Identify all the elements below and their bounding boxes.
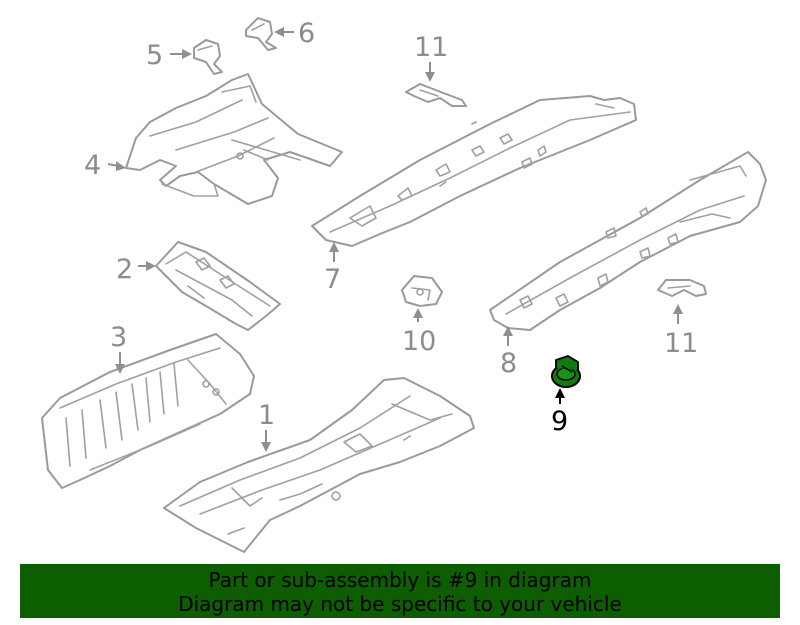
part-1-floor-pan: [163, 377, 475, 553]
callout-11-right-label: 11: [664, 328, 698, 359]
callout-10-label: 10: [402, 326, 436, 357]
callout-5-label: 5: [146, 40, 163, 71]
part-6-clip: [245, 17, 277, 51]
part-10-clip: [401, 275, 443, 307]
callout-4: 4: [84, 150, 126, 181]
callout-7-label: 7: [324, 264, 341, 295]
part-5-bracket: [193, 39, 223, 75]
callout-11-top: 11: [414, 32, 448, 82]
callout-9-label: 9: [551, 406, 568, 437]
part-11-bracket-right: [657, 279, 707, 297]
part-3-side-panel: [41, 333, 255, 489]
banner-line-1: Part or sub-assembly is #9 in diagram: [208, 568, 592, 592]
banner-line-2: Diagram may not be specific to your vehi…: [178, 592, 622, 616]
callout-6: 6: [274, 18, 315, 49]
callout-8: 8: [500, 326, 517, 379]
callout-11-right: 11: [664, 304, 698, 359]
callout-9: 9: [551, 388, 568, 437]
callout-2: 2: [116, 254, 156, 285]
callout-7: 7: [324, 242, 341, 295]
callout-5: 5: [146, 40, 192, 71]
part-11-bracket-top: [405, 83, 467, 107]
callout-10: 10: [402, 308, 436, 357]
callout-3: 3: [110, 322, 127, 374]
part-7-floor-panel: [311, 95, 637, 247]
callout-4-label: 4: [84, 150, 101, 181]
part-9-fastener-highlighted[interactable]: [551, 355, 581, 388]
part-2-reinforcement: [155, 241, 281, 331]
callout-1-label: 1: [258, 400, 275, 431]
callout-11-top-label: 11: [414, 32, 448, 63]
callout-1: 1: [258, 400, 275, 452]
callout-6-label: 6: [298, 18, 315, 49]
part-4-crossmember: [125, 73, 343, 205]
part-info-banner: Part or sub-assembly is #9 in diagram Di…: [20, 564, 780, 618]
part-8-floor-panel: [489, 151, 767, 331]
parts-diagram: 6 5 4 11: [41, 17, 767, 553]
callout-8-label: 8: [500, 348, 517, 379]
callout-2-label: 2: [116, 254, 133, 285]
callout-3-label: 3: [110, 322, 127, 353]
